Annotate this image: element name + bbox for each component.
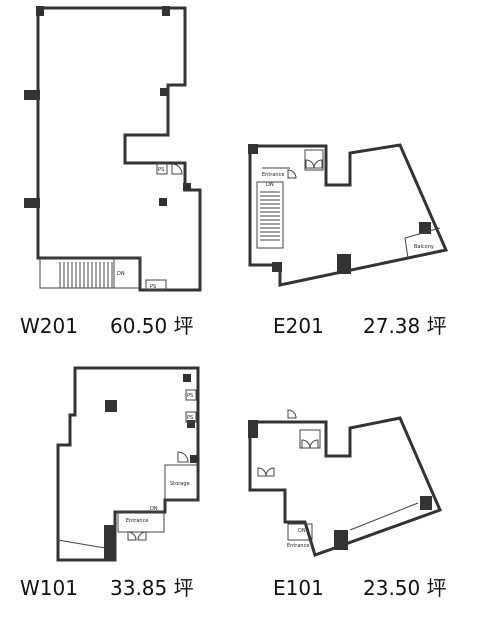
w201-unit-label: W201 — [20, 314, 78, 338]
e201-outline — [248, 143, 449, 287]
w101-entrance-label: Entrance — [126, 518, 148, 524]
plan-e201: Entrance DN Balcony — [248, 143, 449, 287]
e201-dn-label: DN — [266, 182, 274, 188]
e201-unit-label: E201 — [273, 314, 324, 338]
w101-storage-label: Storage — [170, 481, 190, 487]
plan-w201: DN PS PS — [24, 6, 202, 292]
e201-balcony-label: Balcony — [414, 244, 434, 250]
w201-dn-label: DN — [117, 271, 125, 277]
w101-area-label: 33.85 坪 — [110, 576, 194, 600]
w201-stair: DN — [39, 257, 125, 289]
e101-entrance-label: Entrance — [287, 543, 309, 549]
e101-dn-label: DN — [298, 528, 306, 534]
e101-unit-label: E101 — [273, 576, 324, 600]
w101-ps2-label: PS — [187, 415, 193, 421]
e101-outline — [248, 416, 443, 557]
w201-ps-label: PS — [150, 284, 156, 290]
w201-outline — [36, 6, 202, 292]
w101-dn-label: DN — [150, 506, 158, 512]
plan-e101: Entrance DN — [248, 409, 443, 557]
e101-area-label: 23.50 坪 — [363, 576, 447, 600]
e201-entrance-label: Entrance — [262, 172, 284, 178]
w201-ps2-label: PS — [158, 167, 164, 173]
plan-w101: PS PS Storage Entrance DN — [56, 366, 200, 562]
w101-unit-label: W101 — [20, 576, 78, 600]
w101-ps-label: PS — [187, 393, 193, 399]
w201-area-label: 60.50 坪 — [110, 314, 194, 338]
e201-area-label: 27.38 坪 — [363, 314, 447, 338]
e201-stair — [256, 181, 284, 249]
w101-outline — [56, 366, 200, 562]
